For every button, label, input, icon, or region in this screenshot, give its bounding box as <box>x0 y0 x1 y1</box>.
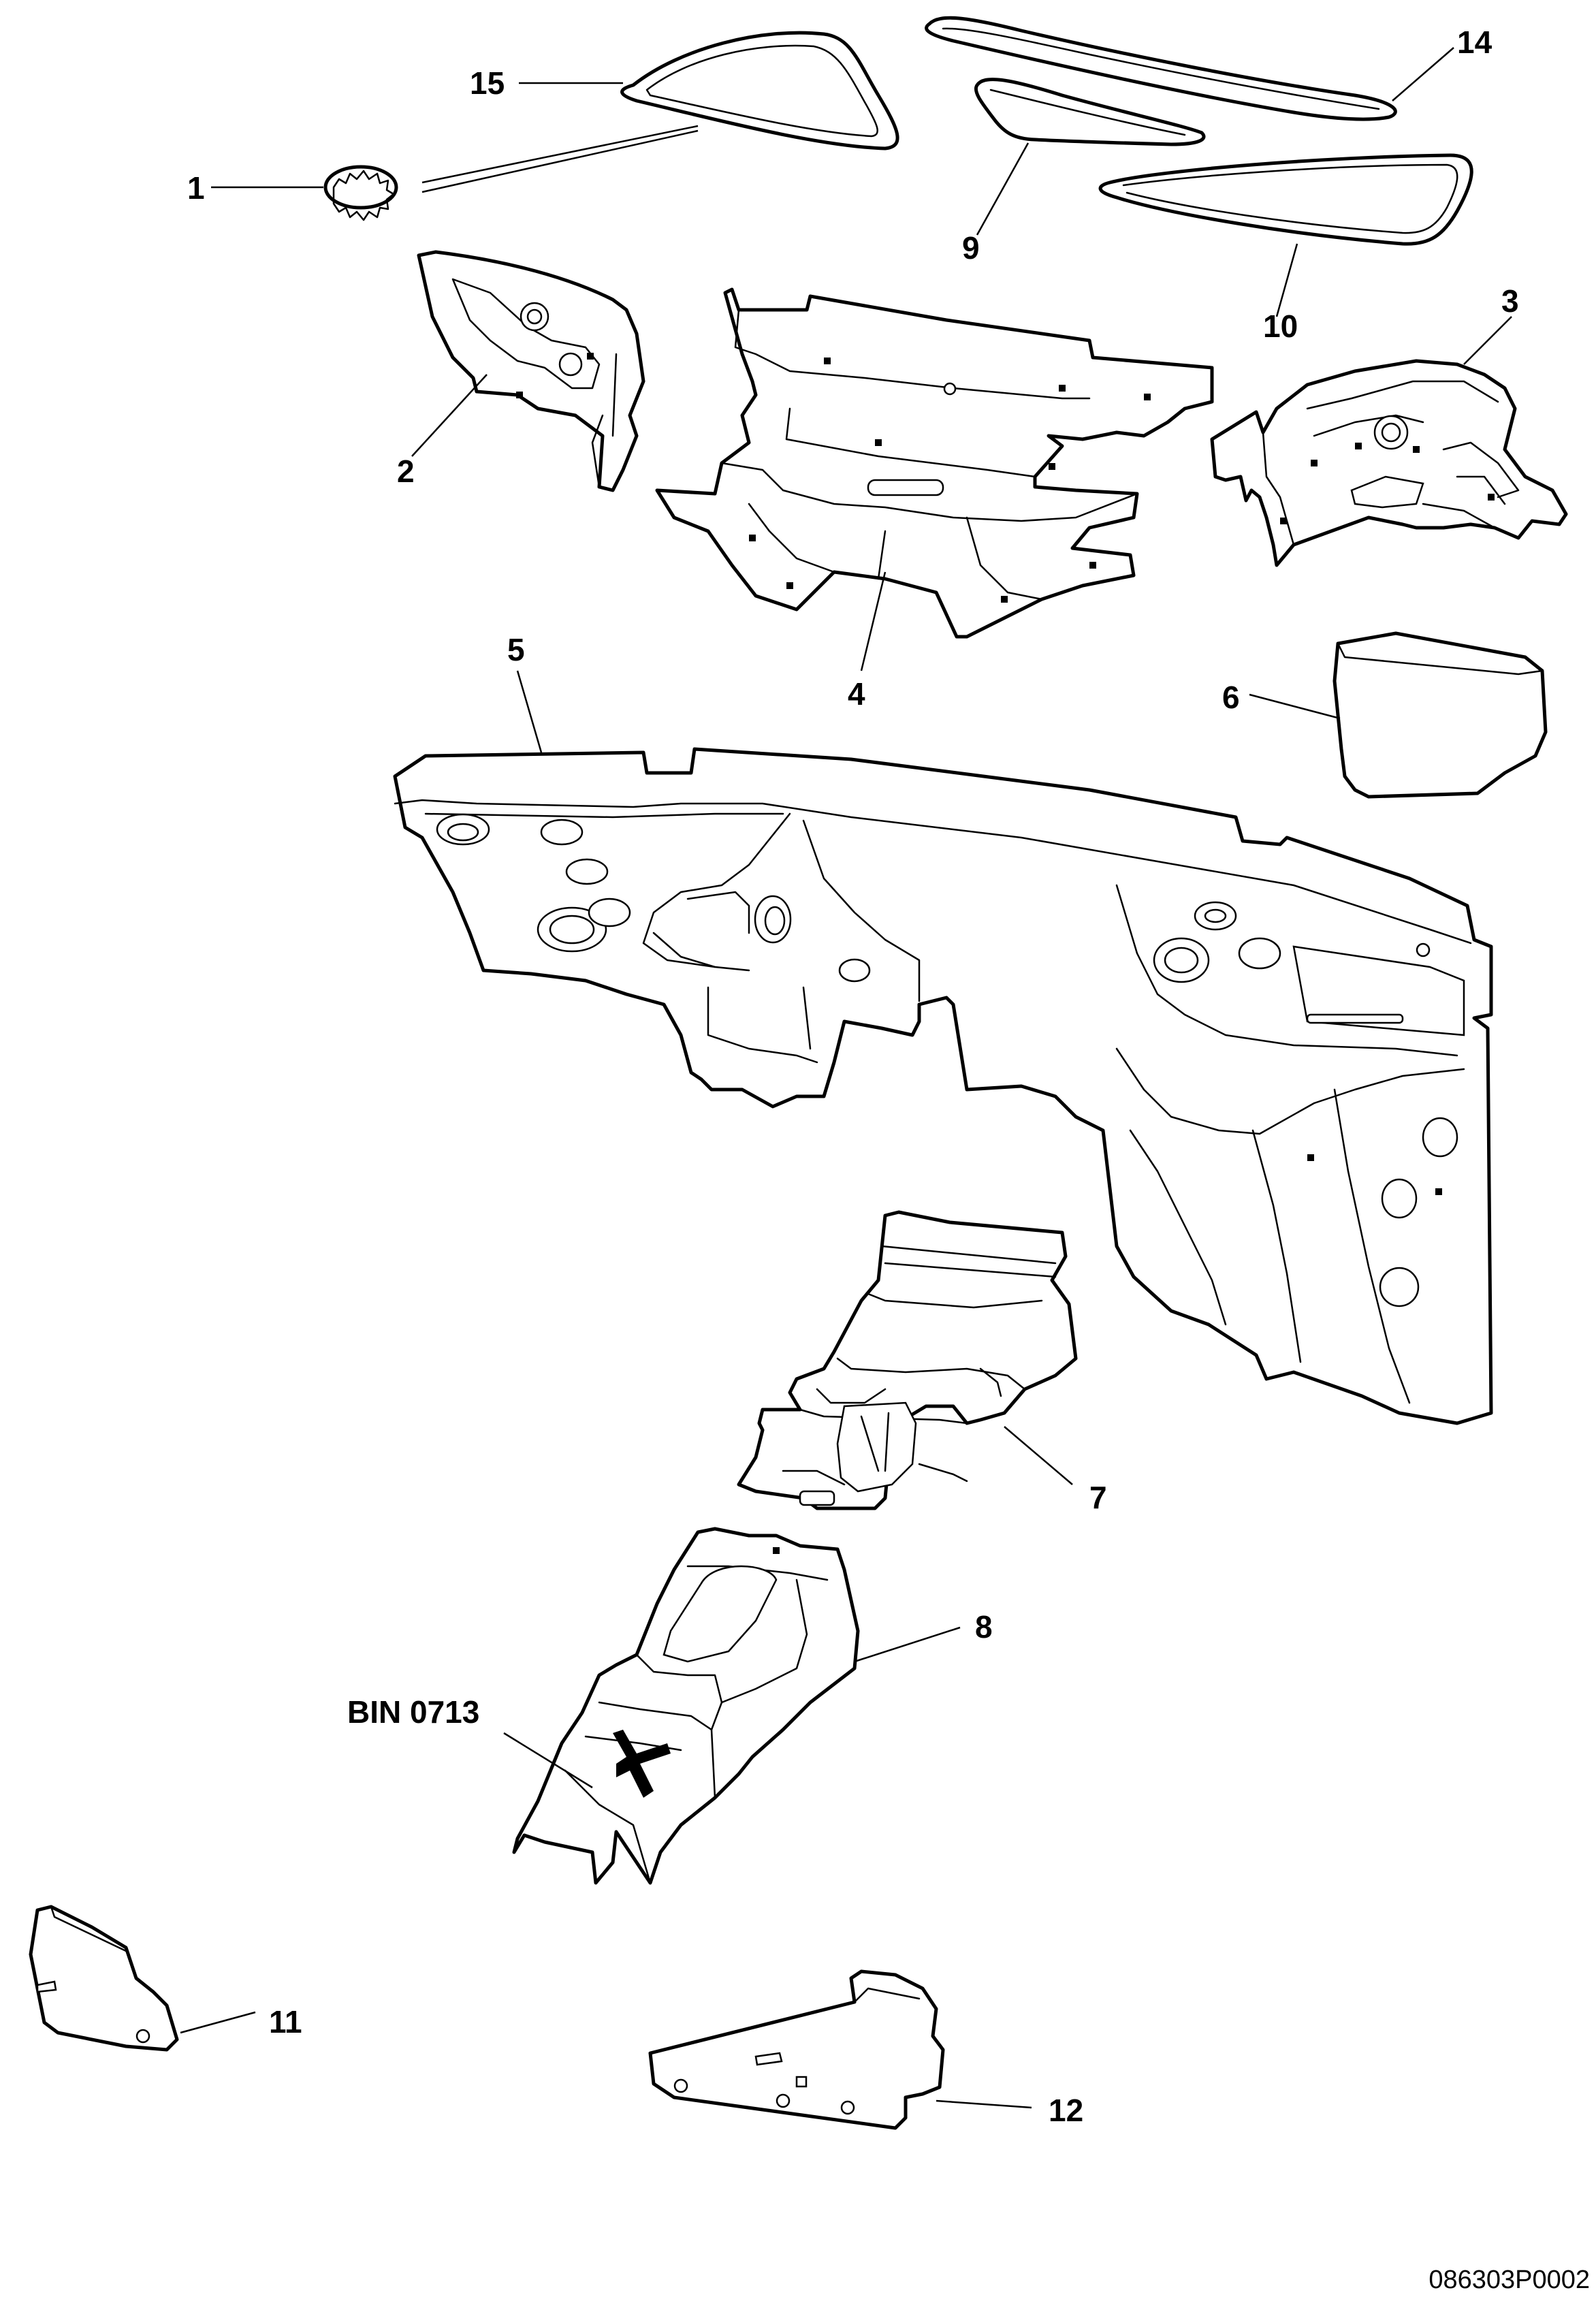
part-10-seal <box>1098 153 1473 246</box>
part-8-console-insulator <box>512 1527 860 1885</box>
callout-7: 7 <box>1089 1480 1107 1515</box>
part-6-pad <box>1332 631 1548 799</box>
callout-5: 5 <box>507 632 525 667</box>
reference-code: 086303P0002 <box>1429 2266 1590 2294</box>
callout-11: 11 <box>269 2004 302 2040</box>
part-3-insulator <box>1210 359 1568 567</box>
part-7-tunnel-insulator <box>737 1210 1078 1510</box>
part-15-seal <box>620 31 899 150</box>
part-11-pad <box>29 1905 179 2052</box>
part-9-seal <box>974 78 1206 146</box>
part-2-insulator <box>417 250 645 492</box>
callout-bin: BIN 0713 <box>347 1694 479 1730</box>
callout-1: 1 <box>187 170 205 206</box>
part-4-insulator <box>655 287 1214 639</box>
callout-labels: 15 1 14 9 10 2 3 4 5 6 7 8 BIN 0713 11 1… <box>187 25 1590 2294</box>
callout-10: 10 <box>1263 308 1298 344</box>
callout-3: 3 <box>1501 283 1519 319</box>
callout-2: 2 <box>397 454 415 489</box>
part-5-dash-insulator <box>393 747 1493 1425</box>
part-14-seal <box>925 16 1397 121</box>
callout-12: 12 <box>1049 2093 1083 2128</box>
part-1-clip <box>323 165 398 221</box>
callout-15: 15 <box>470 65 505 101</box>
callout-4: 4 <box>848 676 865 712</box>
callout-14: 14 <box>1457 25 1493 60</box>
callout-8: 8 <box>975 1609 993 1645</box>
part-12-pad <box>648 1969 945 2130</box>
callout-6: 6 <box>1222 680 1240 715</box>
leader-lines <box>180 47 1512 2109</box>
callout-9: 9 <box>962 230 980 266</box>
